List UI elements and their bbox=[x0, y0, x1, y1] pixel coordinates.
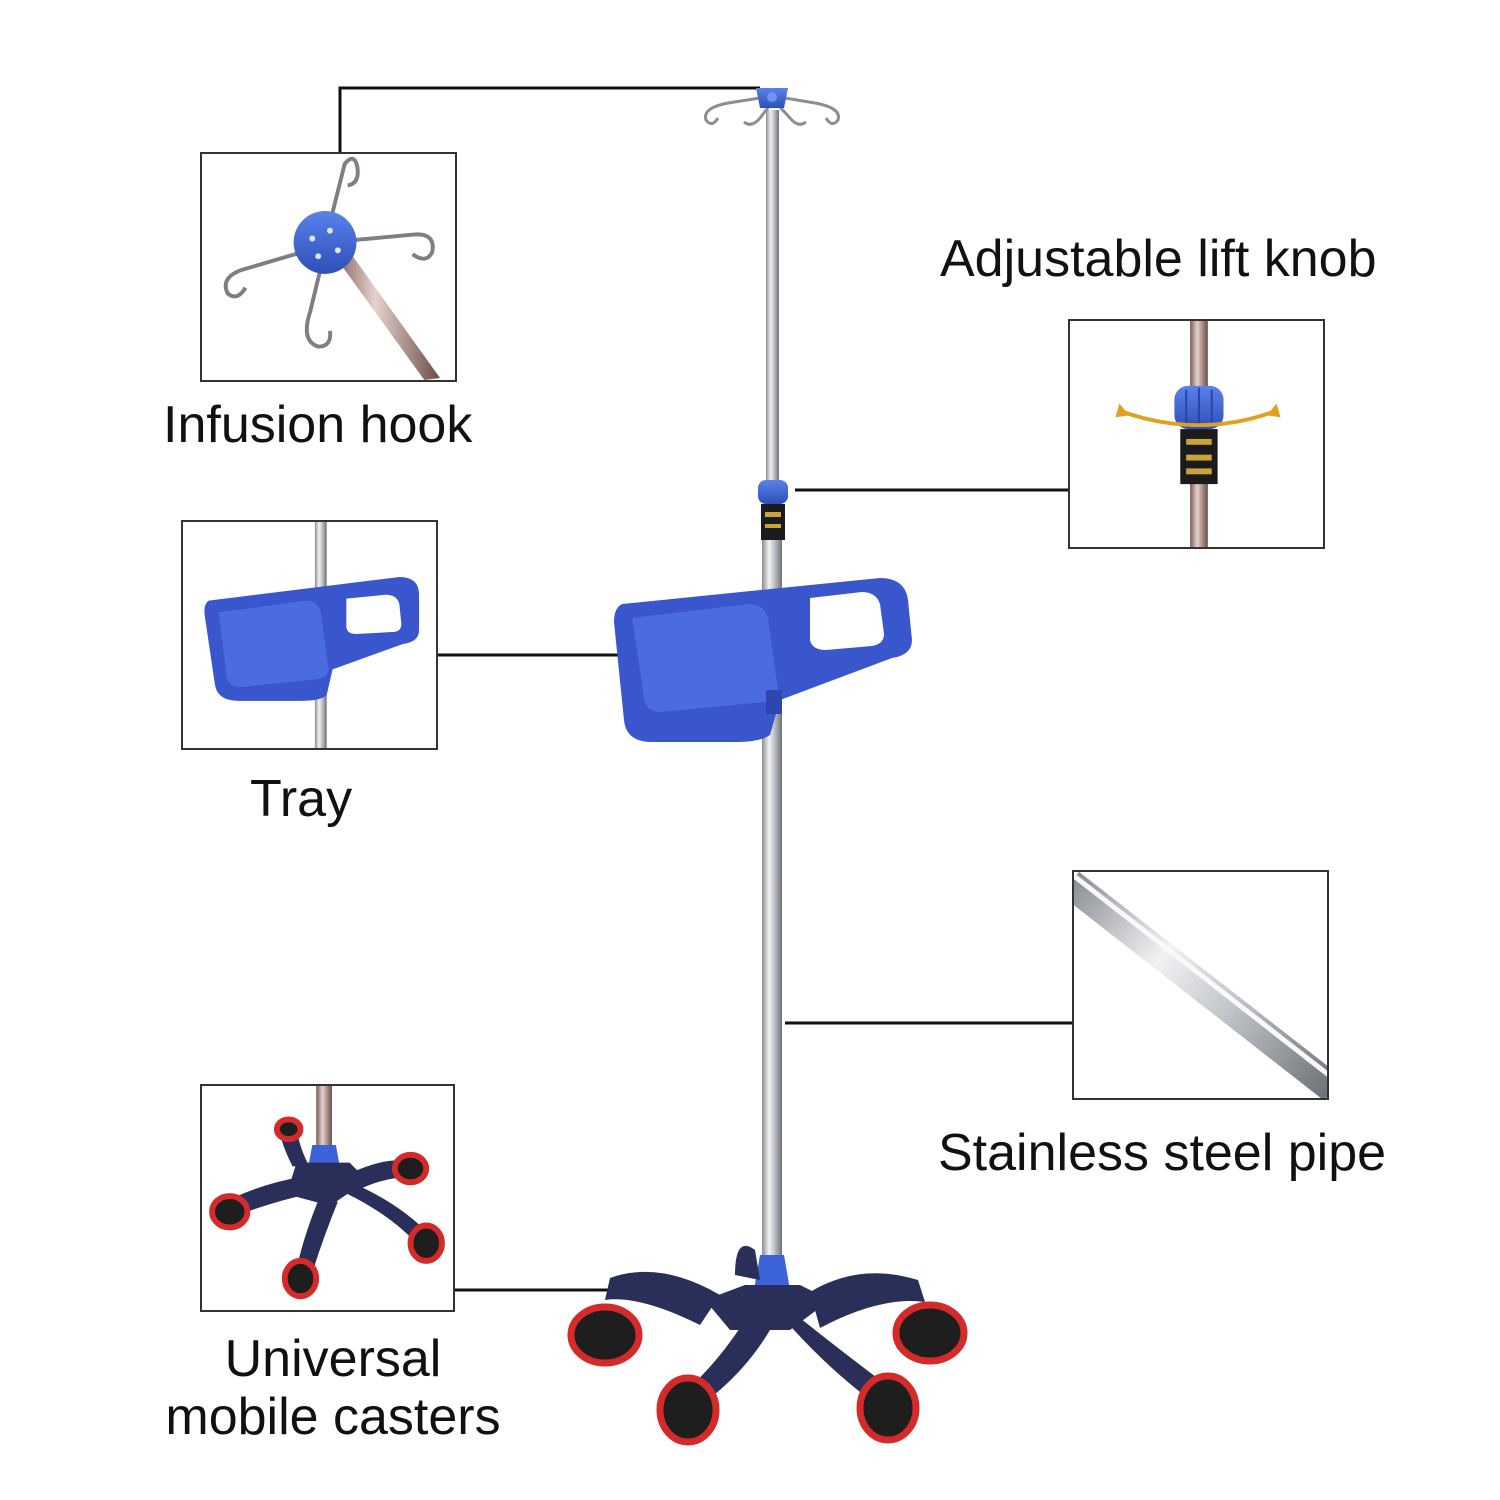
tray bbox=[614, 578, 912, 742]
label-infusion-hook: Infusion hook bbox=[163, 396, 473, 454]
infusion-hook-detail bbox=[200, 152, 457, 382]
caster-wheels bbox=[567, 1301, 968, 1446]
leader-lines bbox=[338, 86, 1072, 1292]
lift-knob bbox=[758, 480, 788, 540]
label-stainless-steel-pipe: Stainless steel pipe bbox=[938, 1124, 1387, 1182]
stainless-steel-pipe-detail bbox=[1072, 870, 1329, 1100]
label-universal-mobile-casters-line1: Universal bbox=[224, 1330, 442, 1388]
infusion-hook-closeup bbox=[202, 154, 455, 380]
casters-detail bbox=[200, 1084, 455, 1312]
label-tray: Tray bbox=[250, 770, 353, 828]
stainless-steel-pipe-closeup bbox=[1074, 872, 1327, 1098]
lift-knob-closeup bbox=[1070, 321, 1323, 547]
casters-closeup bbox=[202, 1086, 453, 1310]
upper-pole bbox=[766, 110, 779, 490]
label-adjustable-lift-knob: Adjustable lift knob bbox=[940, 230, 1377, 288]
tray-detail bbox=[181, 520, 438, 750]
label-universal-mobile-casters: Universal mobile casters bbox=[152, 1330, 514, 1446]
caster-base bbox=[567, 1245, 968, 1446]
label-universal-mobile-casters-line2: mobile casters bbox=[165, 1388, 501, 1447]
leader-line-hook bbox=[338, 86, 760, 152]
hook-head bbox=[703, 88, 840, 126]
lift-knob-detail bbox=[1068, 319, 1325, 549]
tray-closeup bbox=[183, 522, 436, 748]
